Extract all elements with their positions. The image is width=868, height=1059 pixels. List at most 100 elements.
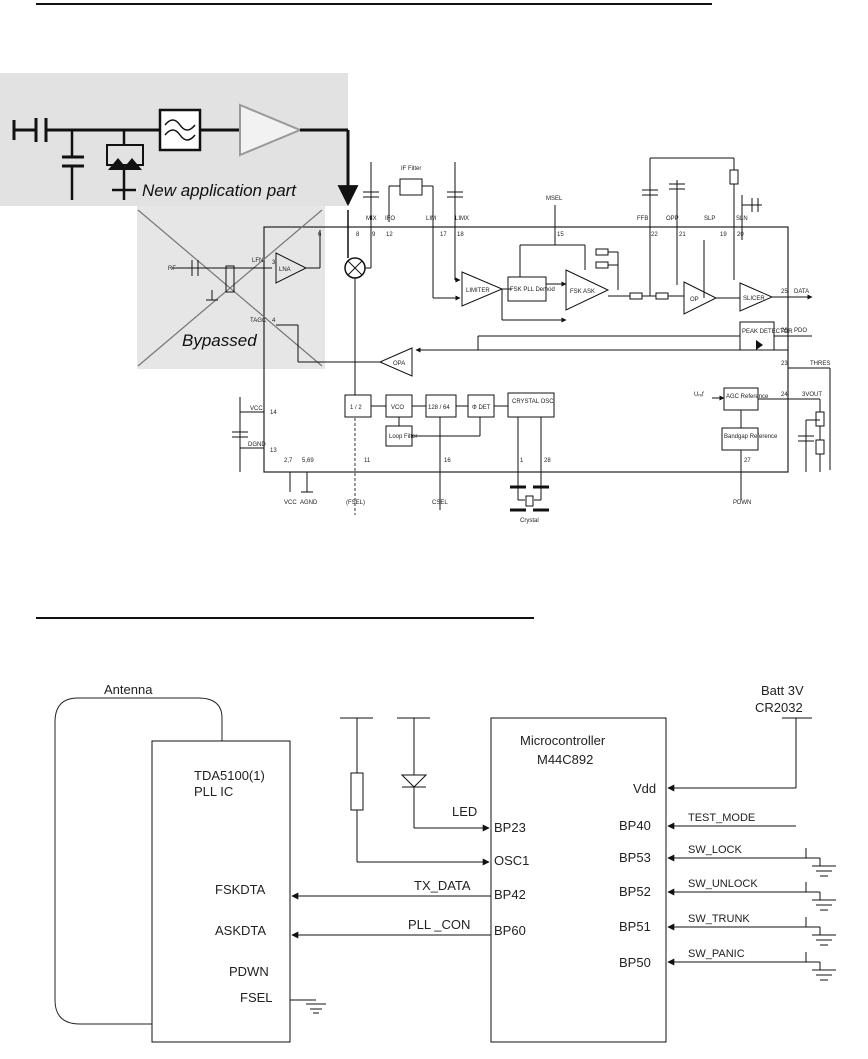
bypassed-cross: Bypassed	[137, 209, 323, 367]
pin-12: 12	[386, 232, 393, 238]
mcu-pin-bp40: BP40	[619, 818, 651, 833]
pin-8: 8	[356, 232, 360, 238]
pin-25: 25	[781, 289, 788, 295]
pin-23: 23	[781, 361, 788, 367]
pin-lim-label: LIM	[426, 216, 436, 222]
limiter-block	[461, 271, 504, 307]
pin-18: 18	[457, 232, 464, 238]
mcu-pin-vdd: Vdd	[633, 781, 656, 796]
opa-label: OPA	[393, 361, 405, 367]
pin-msel-label: MSEL	[546, 196, 563, 202]
pin-slp-label: SLP	[704, 216, 715, 222]
pin-4: 4	[272, 318, 276, 324]
pll-ic-box	[151, 740, 291, 1043]
new-application-circuit: New application part	[12, 103, 359, 207]
agc-reference-label: AGC Reference	[726, 394, 769, 400]
lna-block	[275, 252, 308, 284]
pin-agnd-label: AGND	[300, 500, 318, 506]
if-filter-label: IF Filter	[401, 166, 421, 172]
pll-ic-subtitle: PLL IC	[194, 784, 233, 799]
receiver-diagram: New application part Bypassed LNA RF LFN…	[0, 73, 831, 524]
external-amplifier-icon	[239, 103, 303, 157]
lna-label: LNA	[279, 267, 291, 273]
mcu-pin-bp53: BP53	[619, 850, 651, 865]
pin-3: 3	[272, 260, 276, 266]
mcu-pin-bp50: BP50	[619, 955, 651, 970]
pin-thres-label: THRES	[810, 361, 830, 367]
div128-label: 128 / 64	[428, 405, 450, 411]
pin-5-69: 5,69	[302, 458, 314, 464]
signal-tx-data-label: TX_DATA	[414, 878, 471, 893]
new-application-label: New application part	[142, 181, 297, 200]
pin-9: 9	[372, 232, 376, 238]
uref-label: Uᵣₑf	[694, 392, 704, 398]
pin-2-7: 2,7	[284, 458, 293, 464]
mcu-pin-bp51: BP51	[619, 919, 651, 934]
opa-block	[378, 347, 413, 377]
led-diode-icon	[400, 774, 428, 788]
pin-21: 21	[679, 232, 686, 238]
pin-vcc-bottom-label: VCC	[284, 500, 297, 506]
pll-pin-askdta: ASKDTA	[215, 923, 266, 938]
pll-pin-fsel: FSEL	[240, 990, 273, 1005]
bandgap-reference-label: Bandgap Reference	[724, 434, 778, 440]
vco-label: VCO	[391, 405, 404, 411]
pin-csel-label: CSEL	[432, 500, 448, 506]
mcu-pin-bp60: BP60	[494, 923, 526, 938]
pin-3vout-label: 3VOUT	[802, 392, 822, 398]
pin-ifo-label: IFO	[385, 216, 395, 222]
div12-label: 1 / 2	[350, 405, 362, 411]
mcu-pin-osc1: OSC1	[494, 853, 529, 868]
mcu-title: Microcontroller	[520, 733, 606, 748]
mcu-pin-bp42: BP42	[494, 887, 526, 902]
signal-sw-panic-label: SW_PANIC	[688, 948, 745, 960]
mcu-box	[490, 717, 667, 1043]
signal-pll-con-label: PLL _CON	[408, 917, 470, 932]
pin-17: 17	[440, 232, 447, 238]
pin-vcc-label: VCC	[250, 406, 263, 412]
pin-24: 24	[781, 392, 788, 398]
crystal-label: Crystal	[520, 518, 539, 524]
pin-19: 19	[720, 232, 727, 238]
bandgap-reference-block	[721, 427, 759, 451]
antenna-label: Antenna	[104, 682, 153, 697]
pin-11: 11	[364, 458, 371, 464]
pin-mix-label: MIX	[366, 216, 377, 222]
loop-filter-label: Loop Filter	[389, 434, 417, 440]
bypassed-label: Bypassed	[182, 331, 257, 350]
pin-14: 14	[270, 410, 277, 416]
pin-dgnd-label: DGND	[248, 442, 266, 448]
pin-20: 20	[737, 232, 744, 238]
pin-ffb-label: FFB	[637, 216, 648, 222]
mcu-subtitle: M44C892	[537, 752, 593, 767]
slicer-label: SLICER	[743, 296, 765, 302]
pin-data-label: DATA	[794, 289, 809, 295]
peak-detector-label: PEAK DETECTOR	[742, 329, 793, 335]
if-filter-block	[399, 178, 423, 196]
mcu-pin-bp23: BP23	[494, 820, 526, 835]
saw-filter-icon	[158, 108, 202, 152]
pullup-resistor	[350, 772, 364, 811]
signal-led-label: LED	[452, 804, 477, 819]
pin-opp-label: OPP	[666, 216, 679, 222]
pin-28: 28	[544, 458, 551, 464]
signal-test-mode-label: TEST_MODE	[688, 812, 755, 824]
pin-22: 22	[651, 232, 658, 238]
pin-tagc-label: TAGC	[250, 318, 267, 324]
battery-model-label: CR2032	[755, 700, 803, 715]
op-label: OP	[690, 297, 699, 303]
pin-26: 26	[781, 328, 788, 334]
pll-pin-pdwn: PDWN	[229, 964, 269, 979]
pin-rf-label: RF	[168, 266, 176, 272]
pin-pdwn-label: PDWN	[733, 500, 751, 506]
pin-13: 13	[270, 448, 277, 454]
mcu-pin-bp52: BP52	[619, 884, 651, 899]
pin-27: 27	[744, 458, 751, 464]
phase-detector-label: Φ DET	[472, 405, 491, 411]
pin-limx-label: LIMX	[455, 216, 469, 222]
pin-15: 15	[557, 232, 564, 238]
signal-sw-unlock-label: SW_UNLOCK	[688, 878, 758, 890]
pin-16: 16	[444, 458, 451, 464]
limiter-label: LIMITER	[466, 288, 490, 294]
